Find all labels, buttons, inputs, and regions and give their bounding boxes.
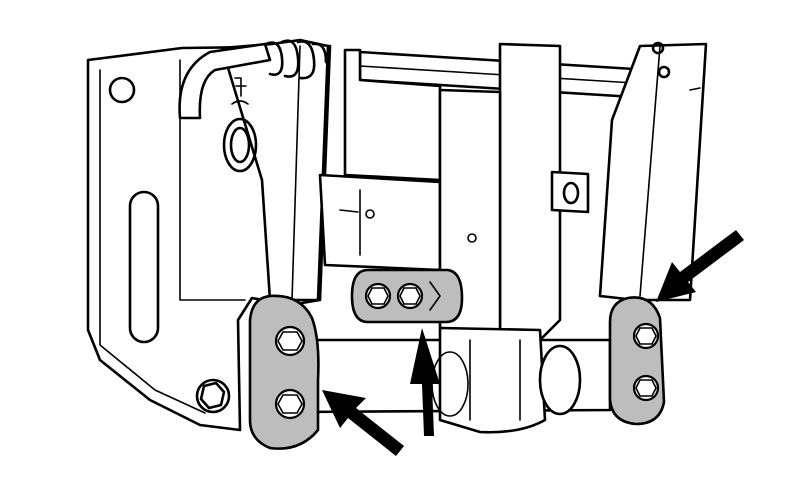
- center-housing: [318, 42, 590, 342]
- bracket-bolt: [274, 388, 306, 420]
- left-lower-bracket: [248, 294, 320, 450]
- clamp-bolt: [396, 282, 424, 310]
- clamp-bolt: [364, 282, 392, 310]
- center-clamp-block: [350, 268, 464, 324]
- left-arm: [220, 38, 330, 302]
- right-bracket-arrow: [656, 230, 744, 302]
- left-frame-nut: [195, 378, 231, 414]
- right-lower-bracket: [608, 296, 666, 426]
- bracket-bolt: [632, 322, 660, 350]
- center-clamp-arrow: [410, 328, 440, 436]
- bracket-bolt: [274, 325, 306, 357]
- bracket-bolt: [632, 374, 660, 402]
- right-arm: [598, 41, 708, 302]
- lower-shaft: [298, 326, 612, 434]
- left-bracket-arrow: [322, 390, 404, 456]
- spring-handle: [178, 39, 328, 120]
